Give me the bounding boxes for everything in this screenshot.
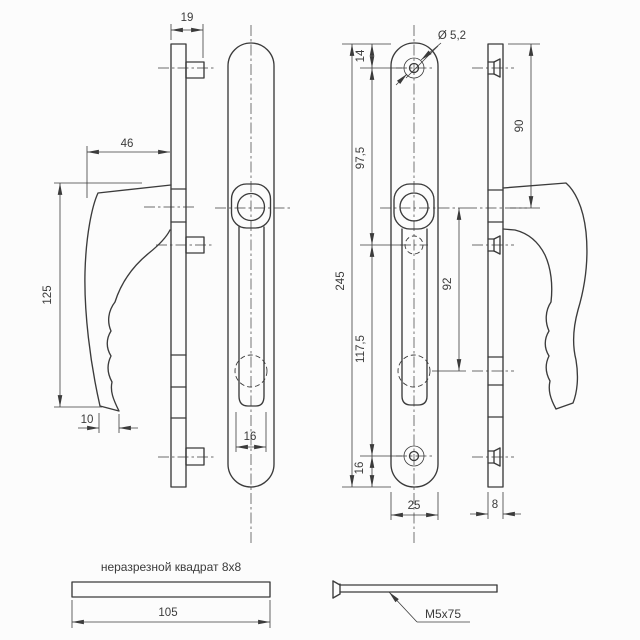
front-plate-outline [227,42,275,488]
plate-front-view: Ø 5,2 245 14 97,5 117,5 16 92 25 [335,25,466,545]
handle-side-view: 19 46 125 10 [42,12,214,488]
dim-handle-length-125: 125 [42,285,54,304]
dim-hole-to-spindle-97-5: 97,5 [355,147,367,169]
dim-bar-length-105: 105 [158,607,177,619]
dim-grip-width-16: 16 [244,431,257,443]
dim-grip-tip-10: 10 [81,414,94,426]
spindle-hidden-hole [404,235,424,255]
dim-top-to-handle-90: 90 [514,120,526,133]
handle-grip-side-2 [502,182,588,410]
bottom-hole-countersink [403,445,425,467]
fixing-screw: M5x75 [332,580,498,623]
dim-plate-width-25: 25 [408,500,421,512]
top-boss [185,61,205,79]
dim-spindle-offset-92: 92 [442,278,454,291]
square-bar-body [71,581,271,598]
backplate-outline [390,42,439,488]
square-bar: неразрезной квадрат 8x8 105 [71,560,271,628]
grip-front-2 [401,228,428,406]
dim-bottom-hole-offset-16: 16 [354,462,366,475]
side-plate-2 [487,43,504,488]
top-hole [408,62,420,74]
square-bar-label: неразрезной квадрат 8x8 [101,560,242,574]
bottom-boss [185,447,205,466]
screw-label: M5x75 [425,607,461,621]
dim-top-hole-offset-14: 14 [355,49,367,62]
dim-plate-thickness-8: 8 [492,499,498,511]
handle-grip-side [84,184,172,412]
screw-outline [332,580,498,599]
side-plate [170,43,187,488]
dim-spindle-to-hole-117-5: 117,5 [355,335,367,363]
hub-circle [236,192,266,222]
top-hole-countersink [403,57,425,79]
dim-hole-diameter: Ø 5,2 [438,30,466,42]
bottom-hole [408,450,420,462]
hub-rosette-2 [393,183,435,230]
grip-hidden-circle-2 [397,354,431,388]
dim-handle-reach-46: 46 [121,138,134,150]
handle-front-view: 16 [215,25,290,545]
grip-front [238,226,265,407]
hub-circle-2 [399,192,429,222]
grip-hidden-circle [234,354,268,388]
dim-plate-depth-19: 19 [181,12,194,24]
dim-plate-length-245: 245 [335,271,347,290]
plate-side-view: 90 8 [466,43,588,519]
hub-rosette [230,183,272,229]
